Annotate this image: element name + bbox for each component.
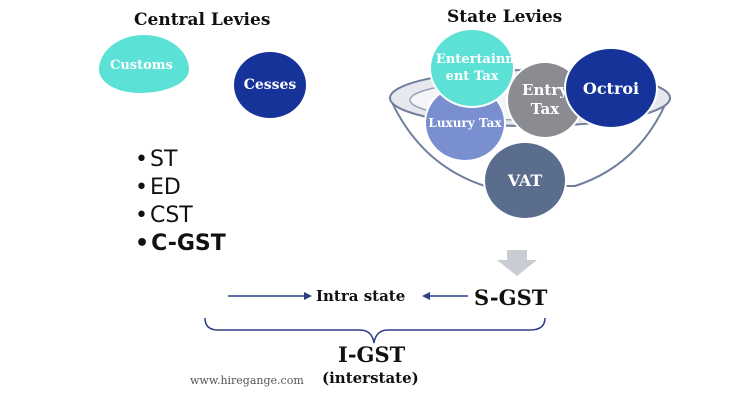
igst-label: I-GST bbox=[338, 342, 406, 367]
central-items-list: ST ED CST C-GST bbox=[135, 146, 226, 258]
watermark-text: www.hiregange.com bbox=[190, 374, 304, 387]
entertainment-tax-circle: Entertainm ent Tax bbox=[431, 30, 520, 106]
down-arrow-icon bbox=[497, 250, 537, 276]
sgst-label: S-GST bbox=[474, 285, 548, 310]
right-arrow-head bbox=[422, 292, 430, 300]
octroi-circle: Octroi bbox=[566, 49, 656, 127]
interstate-label: (interstate) bbox=[322, 369, 419, 387]
vat-circle: VAT bbox=[485, 143, 565, 218]
customs-label: Customs bbox=[110, 58, 173, 73]
vat-label: VAT bbox=[507, 171, 543, 190]
cesses-circle: Cesses bbox=[234, 52, 306, 118]
left-arrow-head bbox=[304, 292, 312, 300]
intra-state-label: Intra state bbox=[316, 287, 406, 305]
octroi-label: Octroi bbox=[582, 78, 640, 98]
central-levies-title: Central Levies bbox=[134, 10, 271, 30]
central-item-cst: CST bbox=[135, 202, 226, 230]
entertainment-tax-label: Entertainm ent Tax bbox=[436, 52, 520, 84]
entry-tax-label: Entry Tax bbox=[522, 81, 568, 118]
cesses-label: Cesses bbox=[243, 77, 297, 93]
luxury-tax-label: Luxury Tax bbox=[428, 116, 502, 130]
state-levies-title: State Levies bbox=[447, 7, 563, 27]
central-item-st: ST bbox=[135, 146, 226, 174]
central-item-cgst: C-GST bbox=[135, 230, 226, 258]
central-item-ed: ED bbox=[135, 174, 226, 202]
customs-shape bbox=[99, 35, 189, 93]
igst-bracket bbox=[204, 317, 546, 344]
